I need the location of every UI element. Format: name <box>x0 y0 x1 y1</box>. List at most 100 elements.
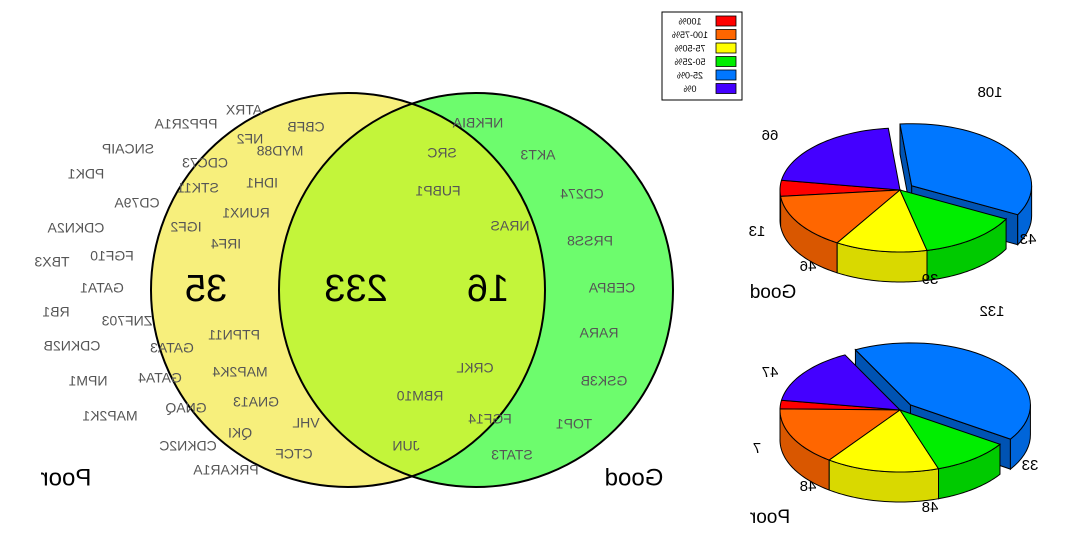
gene-label: TBX3 <box>34 254 69 270</box>
poor-outline <box>150 92 546 488</box>
gene-label: NRAS <box>491 218 530 234</box>
gene-label: CTCF <box>275 446 312 462</box>
gene-label: GATA1 <box>80 280 124 296</box>
intersection-count: 233 <box>324 268 387 310</box>
gene-label: NF2 <box>237 131 264 147</box>
gene-label: ATRX <box>225 102 262 118</box>
pie-value-label: 108 <box>977 84 1002 101</box>
pie-slice <box>780 127 901 191</box>
legend-label: 0% <box>683 84 696 94</box>
legend-swatch <box>715 56 737 67</box>
legend-swatch <box>715 42 737 54</box>
gene-label: CBFB <box>287 119 324 135</box>
legend-label: 50-25% <box>674 57 705 67</box>
gene-label: FGF14 <box>468 411 512 427</box>
pie-slice <box>779 408 902 461</box>
pie-value-label: 43 <box>1020 231 1037 248</box>
gene-label: PRSS8 <box>567 233 613 249</box>
pie-value-label: 48 <box>800 478 817 495</box>
pie-title: Good <box>750 282 796 303</box>
gene-label: CD79A <box>114 195 160 211</box>
gene-label: RBM10 <box>396 388 443 404</box>
gene-label: CRKL <box>456 360 494 376</box>
legend-label: 100-75% <box>672 30 708 40</box>
gene-label: AKT3 <box>520 147 555 163</box>
gene-label: PRKAR1A <box>193 462 259 478</box>
gene-label: PDK1 <box>68 166 105 182</box>
pie-value-label: 46 <box>800 258 817 275</box>
pie-slice <box>854 342 1031 440</box>
poor-unique-count: 35 <box>185 268 227 310</box>
gene-label: IGF2 <box>170 219 201 235</box>
gene-label: RARA <box>579 325 619 341</box>
gene-label: GNA13 <box>233 394 279 410</box>
good-outline <box>278 92 674 488</box>
gene-label: RB1 <box>42 304 69 320</box>
pie-value-label: 47 <box>762 364 779 381</box>
poor-set-label: Poor <box>41 464 92 491</box>
pie-title: Poor <box>749 507 790 528</box>
pie-slice <box>780 354 902 411</box>
gene-label: NFKBIA <box>452 115 503 131</box>
pie-value-label: 66 <box>762 127 779 144</box>
gene-label: TOP1 <box>556 416 593 432</box>
gene-label: GATA4 <box>138 370 182 386</box>
gene-label: IDH1 <box>246 175 278 191</box>
good-set-label: Good <box>605 464 664 491</box>
gene-label: STAT3 <box>491 447 533 463</box>
gene-label: FGF10 <box>90 248 134 264</box>
gene-label: VHL <box>292 415 319 431</box>
pie-slice <box>898 409 1002 470</box>
gene-label: CDKN2B <box>44 338 101 354</box>
gene-label: NPM1 <box>68 373 107 389</box>
pie-value-label: 7 <box>753 440 761 457</box>
gene-label: ZNF703 <box>102 313 153 329</box>
gene-label: FUBP1 <box>415 183 460 199</box>
pie-value-label: 13 <box>749 223 766 240</box>
pie-value-label: 39 <box>922 271 939 288</box>
gene-label: CDKN2C <box>159 438 217 454</box>
gene-label: PTPN11 <box>208 327 260 343</box>
gene-label: PPP2R1A <box>154 116 218 132</box>
gene-label: QKI <box>228 425 252 441</box>
pie-slice <box>899 189 1008 251</box>
pie-slice <box>899 123 1033 216</box>
legend-label: 75-50% <box>674 43 705 53</box>
gene-label: GNAQ <box>165 400 206 416</box>
overlap-region <box>279 93 545 487</box>
gene-label: CDKN2A <box>47 220 104 236</box>
gene-label: MAP2K4 <box>212 364 267 380</box>
pie-slice <box>779 179 901 197</box>
legend-swatch <box>715 29 737 40</box>
pie-value-label: 48 <box>922 499 939 516</box>
gene-label: JUN <box>392 438 419 454</box>
gene-label: GSK3B <box>581 373 628 389</box>
pie-slice <box>828 409 940 473</box>
gene-label: IRF4 <box>211 236 242 252</box>
gene-label: MAP2K1 <box>82 408 137 424</box>
legend-label: 100% <box>678 16 701 26</box>
gene-label: MYD88 <box>256 143 303 159</box>
gene-label: CDC73 <box>182 155 228 171</box>
gene-label: CD274 <box>560 186 604 202</box>
gene-label: CEBPA <box>588 280 635 296</box>
pie-slice <box>780 189 902 244</box>
pie-legend: 100% 100-75% 75-50% 50-25% 25-0% 0% <box>661 11 743 101</box>
gene-label: SRC <box>427 145 457 161</box>
legend-label: 25-0% <box>677 70 703 80</box>
gene-label: GATA3 <box>150 340 194 356</box>
pie-value-label: 33 <box>1022 457 1039 474</box>
pie-slice <box>836 189 928 253</box>
legend-swatch <box>715 15 737 27</box>
gene-label: RUNX1 <box>222 205 270 221</box>
legend-swatch <box>715 83 737 94</box>
pie-value-label: 132 <box>979 303 1004 320</box>
legend-swatch <box>715 69 737 81</box>
good-unique-count: 16 <box>467 268 509 310</box>
